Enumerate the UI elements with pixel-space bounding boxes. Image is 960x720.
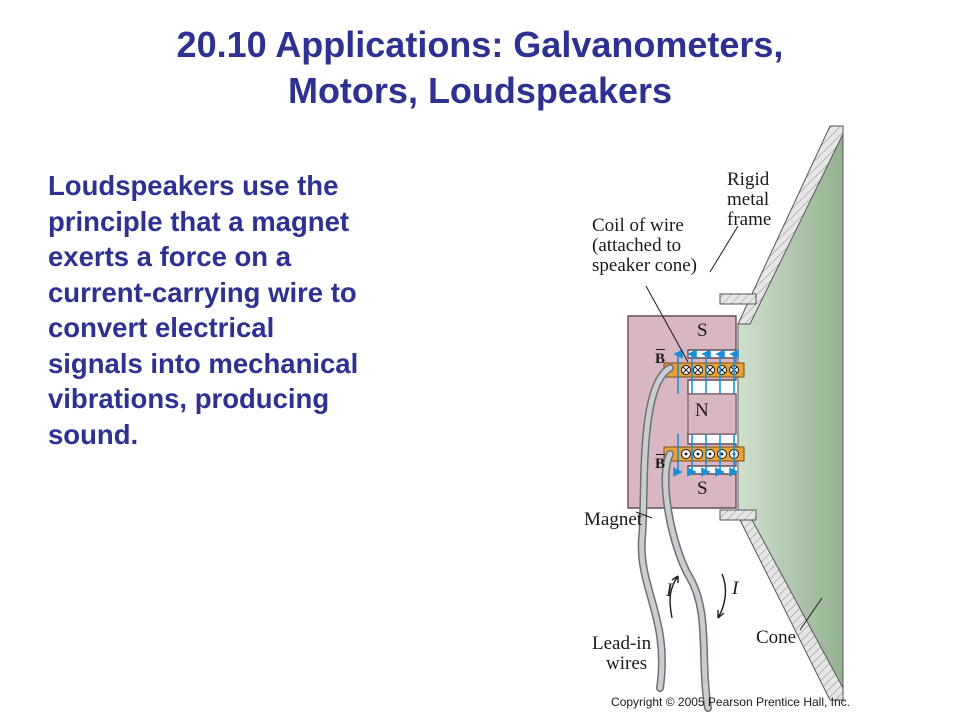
copyright-notice: Copyright © 2005 Pearson Prentice Hall, … [611,695,850,709]
body-line: exerts a force on a [48,241,292,272]
title-line-1: 20.10 Applications: Galvanometers, [176,24,784,65]
label-coil-of-wire: Coil of wire (attached to speaker cone) [592,215,697,276]
body-line: vibrations, producing [48,383,330,414]
current-label-right: I [732,578,739,599]
label-magnet: Magnet [584,509,643,530]
label-rigid-metal-frame: Rigid metal frame [727,169,772,230]
loudspeaker-diagram: Rigid metal frame Coil of wire (attached… [560,118,860,720]
label-cone: Cone [756,627,797,648]
body-text: Loudspeakers use the principle that a ma… [48,168,488,452]
title-line-2: Motors, Loudspeakers [287,70,673,111]
body-line: sound. [48,418,139,450]
loudspeaker-illustration [627,125,844,712]
body-line: Loudspeakers use the [48,170,339,201]
field-vector-label-top: B [655,349,666,367]
field-vector-label-bottom: B [655,454,666,472]
body-line: current-carrying wire to [48,276,357,308]
body-line: signals into mechanical [48,347,359,379]
pole-label-top: S [697,320,708,341]
rigid-metal-frame [737,125,844,325]
label-lead-in-wires: Lead-in wires [592,633,652,674]
body-line: convert electrical [48,312,275,343]
pole-label-bottom: S [697,478,708,499]
pole-label-middle: N [695,400,709,421]
body-line: principle that a magnet [48,205,350,237]
current-label-left: I [666,580,673,601]
slide-title: 20.10 Applications: Galvanometers, Motor… [0,22,960,114]
